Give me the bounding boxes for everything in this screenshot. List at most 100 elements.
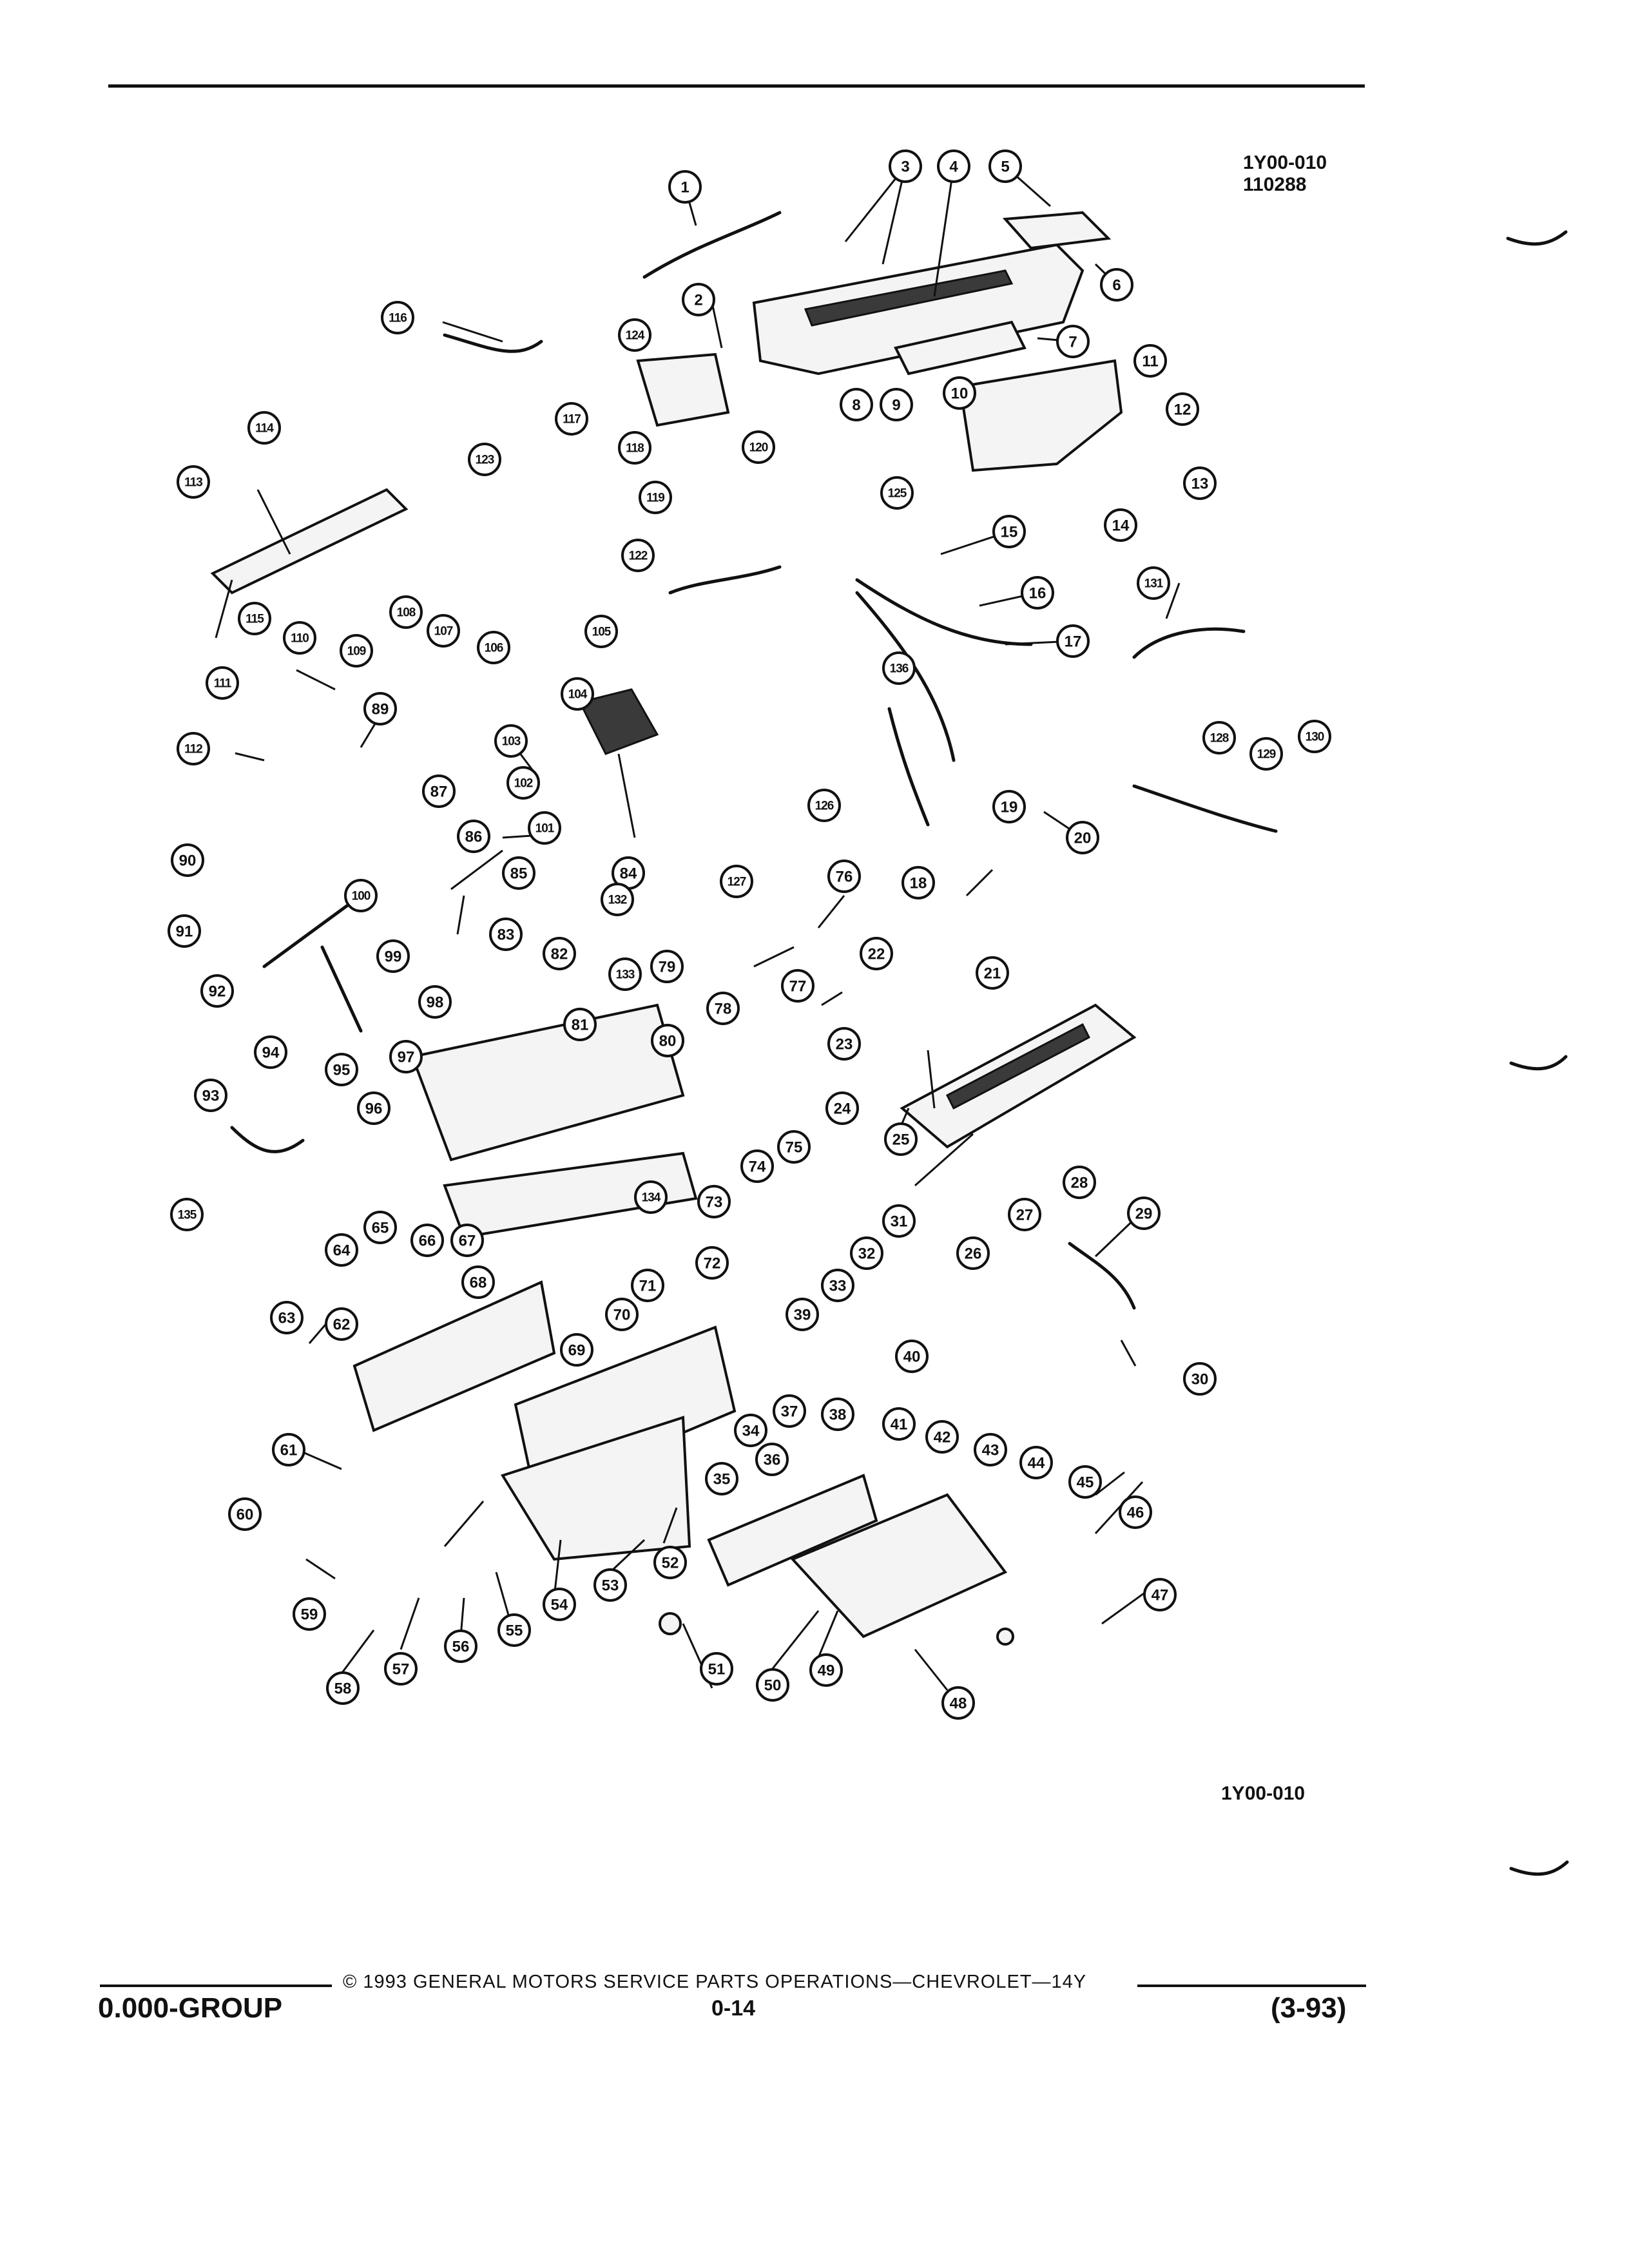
- o2-sensor-47: [996, 1628, 1014, 1646]
- callout-118: 118: [618, 431, 651, 465]
- air-filter-element: [1002, 211, 1112, 250]
- callout-38: 38: [821, 1398, 854, 1431]
- callout-102: 102: [506, 766, 540, 800]
- callout-circle-94: [254, 1035, 287, 1069]
- callout-29: 29: [1127, 1196, 1161, 1230]
- callout-112: 112: [177, 732, 210, 765]
- callout-130: 130: [1298, 720, 1331, 753]
- callout-110: 110: [283, 621, 316, 655]
- callout-label-29: 29: [1135, 1206, 1153, 1223]
- callout-128: 128: [1202, 721, 1236, 754]
- callout-label-108: 108: [397, 606, 416, 620]
- callout-label-54: 54: [551, 1597, 568, 1614]
- callout-circle-135: [170, 1198, 204, 1231]
- callout-16: 16: [1021, 576, 1054, 610]
- callout-circle-57: [384, 1652, 418, 1686]
- callout-7: 7: [1056, 325, 1090, 358]
- callout-circle-74: [740, 1149, 774, 1183]
- callout-circle-68: [461, 1265, 495, 1299]
- callout-label-49: 49: [818, 1662, 835, 1680]
- scan-artifact-3: [1509, 1860, 1569, 1876]
- callout-17: 17: [1056, 624, 1090, 658]
- callout-80: 80: [651, 1024, 684, 1057]
- callout-circle-102: [506, 766, 540, 800]
- callout-circle-72: [695, 1246, 729, 1280]
- callout-circle-18: [901, 866, 935, 899]
- callout-circle-122: [621, 539, 655, 572]
- callout-circle-56: [444, 1629, 477, 1663]
- callout-circle-123: [468, 443, 501, 476]
- callout-125: 125: [880, 476, 914, 510]
- callout-label-119: 119: [646, 492, 664, 505]
- callout-circle-51: [700, 1652, 733, 1686]
- callout-circle-32: [850, 1236, 883, 1270]
- callout-85: 85: [502, 856, 535, 890]
- callout-label-102: 102: [514, 777, 533, 791]
- callout-circle-134: [634, 1180, 668, 1214]
- cylinder-head-left: [352, 1280, 556, 1432]
- callout-circle-93: [194, 1079, 227, 1112]
- callout-55: 55: [497, 1613, 531, 1647]
- callout-87: 87: [422, 774, 456, 808]
- throttle-body: [636, 352, 730, 427]
- callout-label-60: 60: [236, 1506, 254, 1524]
- callout-34: 34: [734, 1414, 767, 1447]
- callout-circle-111: [206, 666, 239, 700]
- callout-circle-9: [880, 388, 913, 421]
- callout-label-26: 26: [965, 1245, 982, 1263]
- callout-114: 114: [247, 411, 281, 445]
- callout-circle-44: [1019, 1446, 1053, 1479]
- callout-label-66: 66: [419, 1233, 436, 1250]
- callout-label-30: 30: [1191, 1371, 1209, 1389]
- callout-60: 60: [228, 1497, 262, 1531]
- callout-117: 117: [555, 402, 588, 436]
- callout-circle-19: [992, 790, 1026, 823]
- callout-label-106: 106: [485, 642, 503, 655]
- callout-14: 14: [1104, 508, 1137, 542]
- callout-label-58: 58: [334, 1680, 352, 1698]
- callout-39: 39: [786, 1298, 819, 1331]
- callout-71: 71: [631, 1269, 664, 1302]
- callout-label-28: 28: [1071, 1175, 1088, 1192]
- callout-label-136: 136: [890, 662, 909, 676]
- callout-12: 12: [1166, 392, 1199, 426]
- callout-circle-45: [1068, 1465, 1102, 1499]
- callout-circle-114: [247, 411, 281, 445]
- callout-circle-52: [653, 1546, 687, 1579]
- figure-id: 1Y00-010: [1243, 152, 1327, 173]
- callout-122: 122: [621, 539, 655, 572]
- callout-label-57: 57: [392, 1661, 410, 1678]
- callout-label-98: 98: [427, 994, 444, 1012]
- callout-circle-50: [756, 1668, 789, 1702]
- runner-manifold: [958, 359, 1123, 472]
- callout-126: 126: [807, 789, 841, 822]
- callout-111: 111: [206, 666, 239, 700]
- callout-circle-98: [418, 985, 452, 1019]
- callout-circle-67: [450, 1224, 484, 1257]
- callout-circle-53: [593, 1568, 627, 1602]
- callout-label-73: 73: [706, 1194, 723, 1211]
- callout-133: 133: [608, 957, 642, 991]
- callout-circle-24: [825, 1091, 859, 1125]
- callout-circle-34: [734, 1414, 767, 1447]
- callout-1: 1: [668, 170, 702, 204]
- callout-circle-37: [773, 1394, 806, 1428]
- footer-rule-left: [100, 1984, 332, 1987]
- callout-57: 57: [384, 1652, 418, 1686]
- callout-circle-49: [809, 1653, 843, 1687]
- callout-104: 104: [561, 677, 594, 711]
- callout-74: 74: [740, 1149, 774, 1183]
- callout-label-128: 128: [1210, 732, 1229, 745]
- callout-circle-120: [742, 430, 775, 464]
- callout-66: 66: [410, 1224, 444, 1257]
- diagram-caption-id: 1Y00-010: [1221, 1783, 1306, 1804]
- callout-64: 64: [325, 1233, 358, 1267]
- callout-26: 26: [956, 1236, 990, 1270]
- callout-27: 27: [1008, 1198, 1041, 1231]
- callout-circle-131: [1137, 566, 1170, 600]
- callout-134: 134: [634, 1180, 668, 1214]
- callout-label-2: 2: [694, 292, 702, 309]
- callout-circle-20: [1066, 821, 1099, 854]
- callout-70: 70: [605, 1298, 639, 1331]
